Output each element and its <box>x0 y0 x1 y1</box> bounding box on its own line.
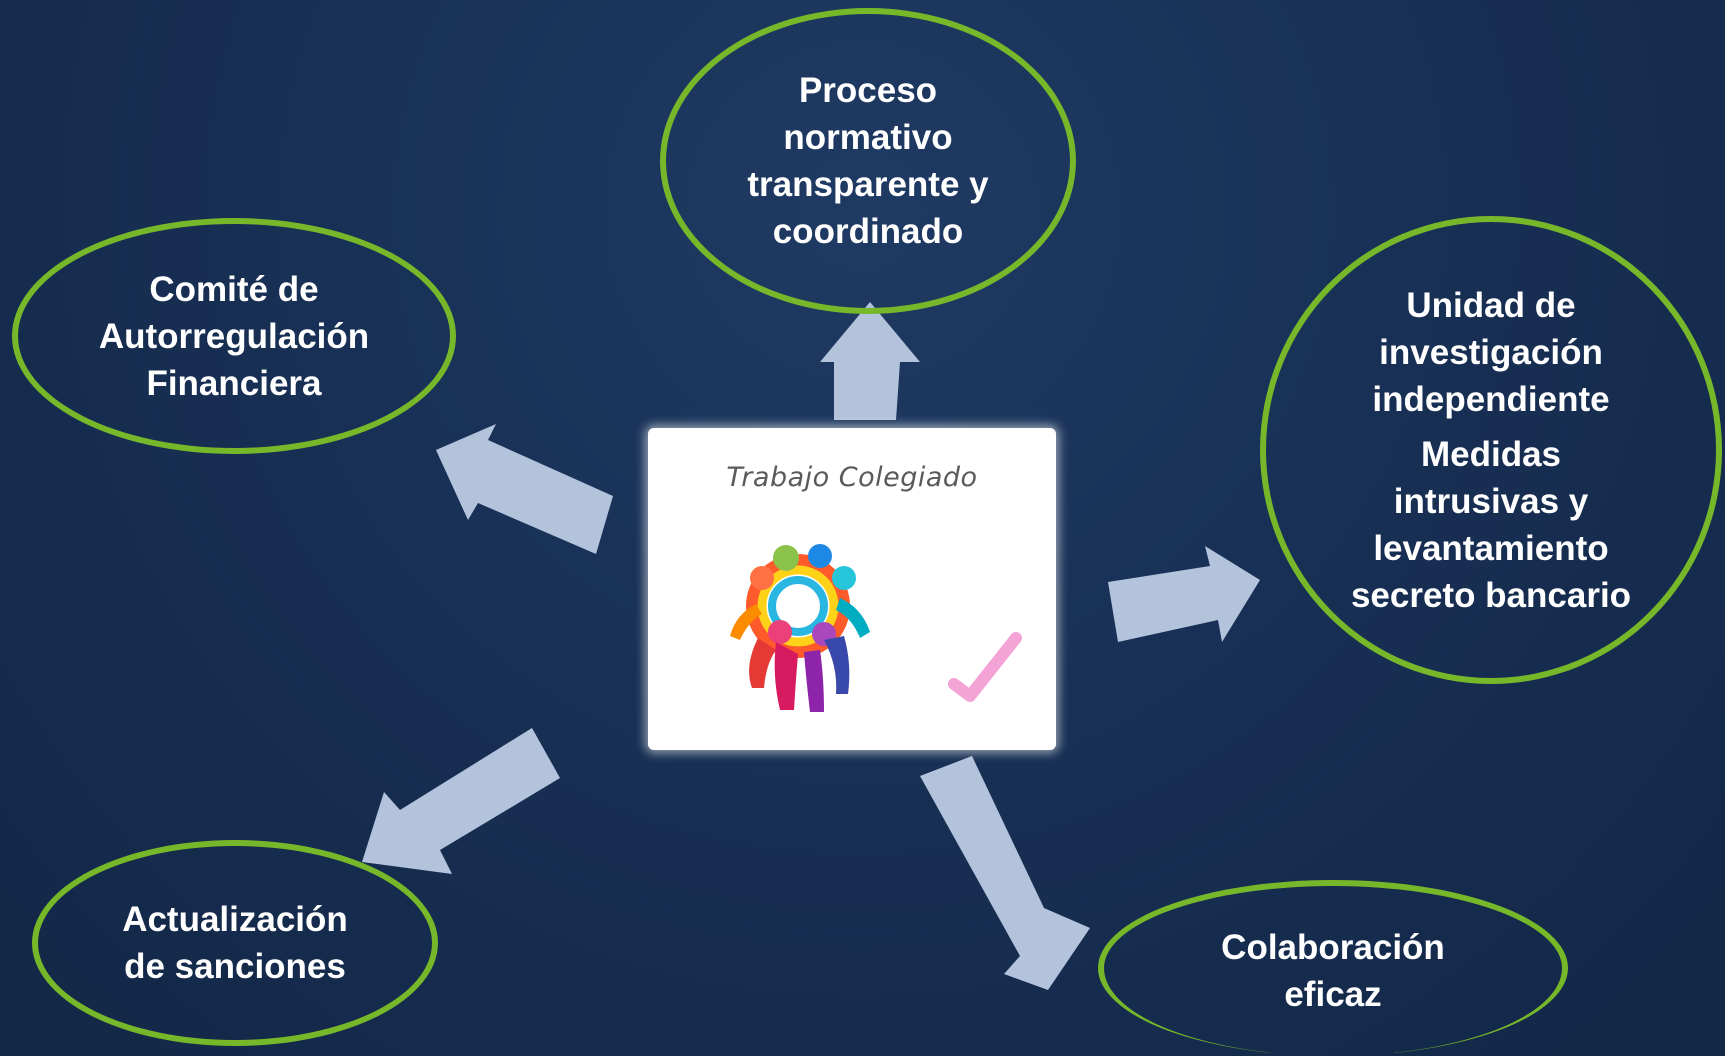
people-circle-icon <box>730 544 870 712</box>
node-left: Comité de Autorregulación Financiera <box>12 218 456 454</box>
node-left-text: Comité de Autorregulación Financiera <box>98 269 370 403</box>
node-right-text-2: Medidas intrusivas y levantamiento secre… <box>1350 434 1632 615</box>
node-bottom-left: Actualización de sanciones <box>32 840 438 1046</box>
node-right-text: Unidad de investigación independiente <box>1372 285 1610 419</box>
arrow-to-right <box>1108 546 1260 642</box>
arrow-to-left <box>436 424 613 554</box>
center-card: Trabajo Colegiado <box>648 428 1056 750</box>
node-top-text: Proceso normativo transparente y coordin… <box>747 71 989 251</box>
node-right: Unidad de investigación independiente Me… <box>1260 216 1722 684</box>
center-card-title: Trabajo Colegiado <box>726 462 978 493</box>
checkmark-icon <box>948 632 1022 702</box>
arrow-to-bottom-left <box>362 728 560 874</box>
node-bottom-right-text: Colaboración eficaz <box>1221 928 1445 1014</box>
node-bottom-right: Colaboración eficaz <box>1098 880 1568 1056</box>
node-bottom-left-text: Actualización de sanciones <box>122 900 348 986</box>
node-top: Proceso normativo transparente y coordin… <box>660 8 1076 314</box>
center-card-art <box>730 544 1022 712</box>
arrow-to-bottom-right <box>920 756 1090 990</box>
arrow-to-top <box>820 302 920 420</box>
